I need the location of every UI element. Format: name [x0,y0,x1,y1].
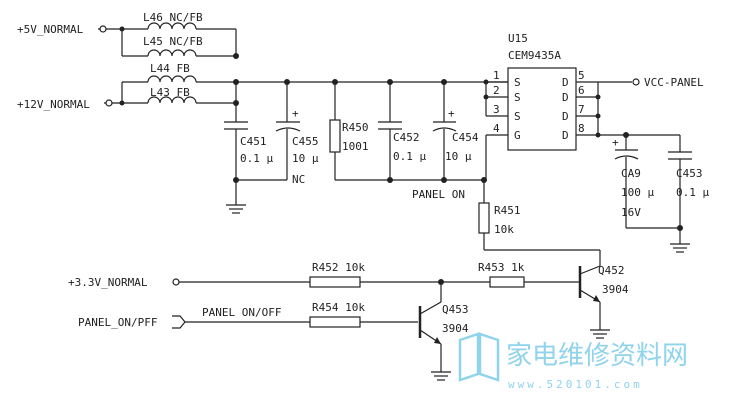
net-12v-input: +12V_NORMAL [17,98,122,111]
c455-note: NC [292,173,305,186]
c454-ref: C454 [452,131,479,144]
r453-label: R453 1k [478,261,525,274]
c455-value: 10 μ [292,152,319,165]
r454-label: R454 10k [312,301,365,314]
c453-value: 0.1 μ [676,186,709,199]
ic-pin4-num: 4 [493,122,500,135]
net-vcc-panel-output: VCC-PANEL [598,76,704,89]
net-label-panel-onoff-input: PANEL_ON/PFF [78,316,157,329]
c452-ref: C452 [393,131,420,144]
resistor-r454: R454 10k [309,301,418,328]
capacitor-c452: C452 0.1 μ [378,82,426,180]
capacitor-c455: + C455 10 μ NC [275,82,319,186]
capacitor-c451: C451 0.1 μ [224,103,273,200]
net-label-5v: +5V_NORMAL [17,23,84,36]
ic-pin4-name: G [514,129,521,142]
c452-value: 0.1 μ [393,150,426,163]
q453-ref: Q453 [442,303,469,316]
capacitor-c454: + C454 10 μ [432,82,479,180]
c453-ref: C453 [676,167,703,180]
ic-pin1-num: 1 [493,69,500,82]
c451-ref: C451 [240,135,267,148]
ic-part: CEM9435A [508,49,561,62]
net-label-vcc-panel: VCC-PANEL [644,76,704,89]
r450-ref: R450 [342,121,369,134]
ic-u15: U15 CEM9435A 1 2 3 4 S S S G 5 6 7 8 D D… [483,32,601,151]
r451-value: 10k [494,223,514,236]
net-label-12v: +12V_NORMAL [17,98,90,111]
resistor-r451: R451 10k [478,180,521,250]
svg-text:+: + [448,107,455,120]
net-panel-onoff-input: PANEL_ON/PFF PANEL ON/OFF [78,306,310,329]
ca9-value: 100 μ [621,186,654,199]
net-label-33v: +3.3V_NORMAL [68,276,148,289]
net-33v-input: +3.3V_NORMAL [68,276,310,289]
c454-value: 10 μ [445,150,472,163]
c451-value: 0.1 μ [240,152,273,165]
ic-pin7-name: D [562,110,569,123]
inductor-l43: L43 FB [121,82,236,104]
transistor-q453: Q453 3904 [418,282,469,381]
ic-pin2-num: 2 [493,84,500,97]
ic-pin7-num: 7 [578,103,585,116]
ic-pin8-num: 8 [578,122,585,135]
ground-symbol [226,200,246,214]
net-label-panel-onoff: PANEL ON/OFF [202,306,281,319]
l43-label: L43 FB [150,86,190,99]
ic-pin3-num: 3 [493,103,500,116]
ic-pin8-name: D [562,129,569,142]
watermark-url: www.520101.com [508,378,643,391]
c455-ref: C455 [292,135,319,148]
l46-label: L46 NC/FB [143,11,203,24]
q452-ref: Q452 [598,264,625,277]
capacitor-ca9: + CA9 100 μ 16V [612,135,654,228]
l44-label: L44 FB [150,62,190,75]
r450-value: 1001 [342,140,369,153]
l45-label: L45 NC/FB [143,35,203,48]
r451-ref: R451 [494,204,521,217]
ground-symbol [670,243,690,253]
svg-text:+: + [292,107,299,120]
q453-part: 3904 [442,322,469,335]
inductor-l45: L45 NC/FB [121,29,236,57]
ic-pin5-num: 5 [578,69,585,82]
q452-part: 3904 [602,283,629,296]
ic-pin6-name: D [562,91,569,104]
ca9-ref: CA9 [621,167,641,180]
ic-pin1-name: S [514,76,521,89]
r452-label: R452 10k [312,261,365,274]
net-label-panel-on: PANEL ON [412,188,465,201]
svg-text:+: + [612,136,619,149]
inductor-l46: L46 NC/FB [122,11,236,30]
net-5v-input: +5V_NORMAL [17,23,122,36]
resistor-r452: R452 10k [309,261,490,288]
inductor-l44: L44 FB [122,62,236,83]
ic-pin6-num: 6 [578,84,585,97]
resistor-r450: R450 1001 [329,82,369,180]
ic-pin2-name: S [514,91,521,104]
watermark: 家电维修资料网 www.520101.com [458,332,688,391]
resistor-r453: R453 1k [478,261,580,288]
watermark-text: 家电维修资料网 [506,341,688,371]
ic-pin5-name: D [562,76,569,89]
transistor-q452: Q452 3904 [578,264,629,339]
ic-ref: U15 [508,32,528,45]
ca9-voltage: 16V [621,206,641,219]
ic-pin3-name: S [514,110,521,123]
